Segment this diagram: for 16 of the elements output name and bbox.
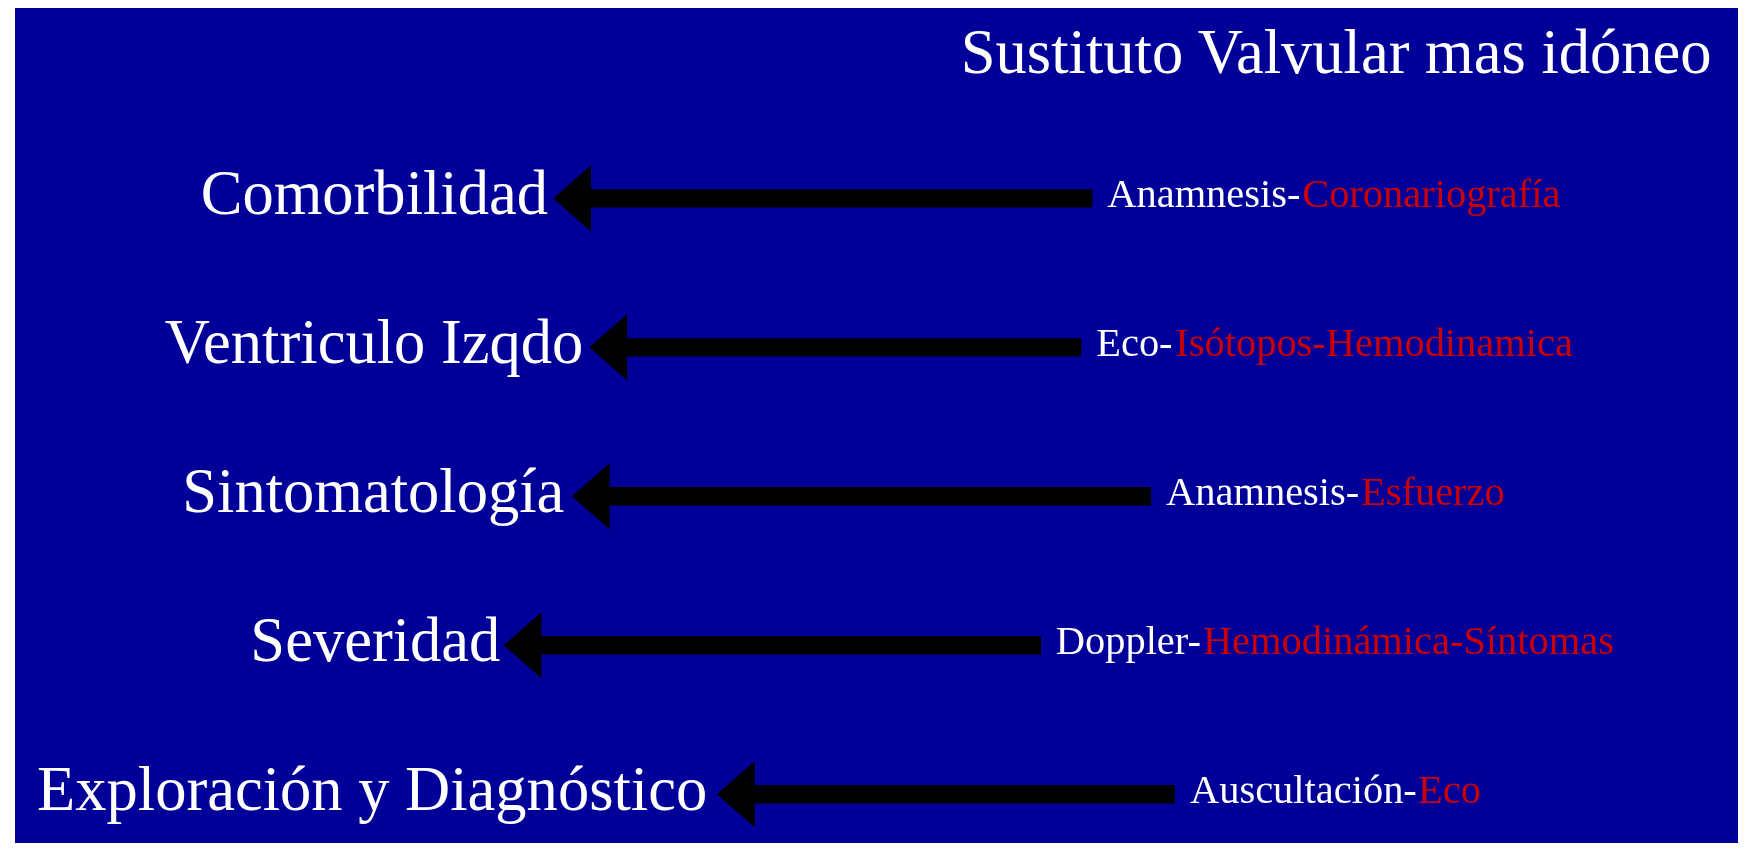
node-text: Sintomatología xyxy=(181,456,564,527)
label: Sustituto Valvular mas idóneo xyxy=(960,16,1712,87)
node-text: Anamnesis-Coronariografía xyxy=(1106,170,1560,216)
arrow xyxy=(716,761,1175,828)
node-text: Auscultación-Eco xyxy=(1189,766,1481,812)
arrow xyxy=(571,463,1151,530)
node-text: Eco-Isótopos-Hemodinamica xyxy=(1095,319,1573,365)
arrow xyxy=(552,165,1092,232)
arrow xyxy=(588,314,1081,381)
node-text: Severidad xyxy=(249,605,500,676)
node-text: Anamnesis-Esfuerzo xyxy=(1165,468,1505,514)
node-text: Ventriculo Izqdo xyxy=(164,307,583,378)
node-text: Exploración y Diagnóstico xyxy=(36,754,707,825)
arrow xyxy=(503,612,1041,679)
node-text: Doppler-Hemodinámica-Síntomas xyxy=(1055,617,1614,663)
node-text: Comorbilidad xyxy=(200,158,548,229)
